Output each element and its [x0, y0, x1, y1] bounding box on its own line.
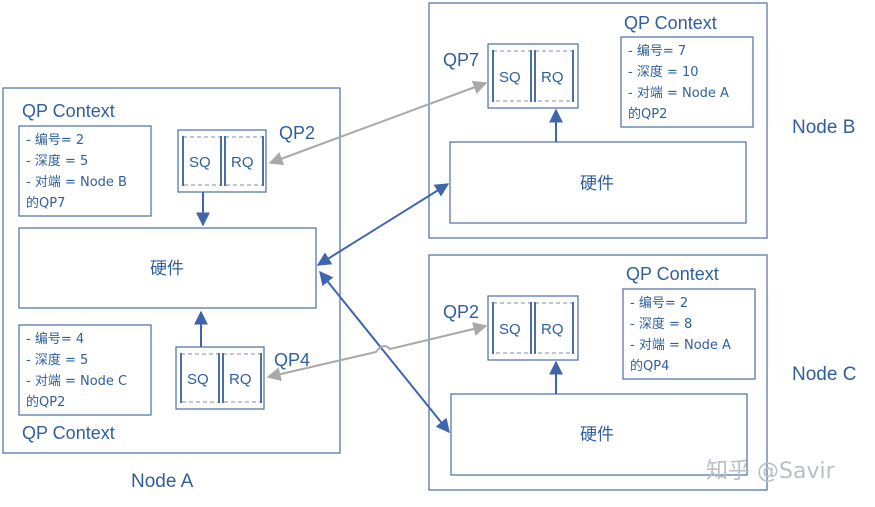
context-line: - 编号= 4 [26, 332, 84, 347]
node-a-label: Node A [131, 471, 194, 492]
context-line: - 深度 = 8 [630, 316, 692, 332]
sq-label: SQ [189, 154, 211, 171]
sq-label: SQ [499, 321, 521, 338]
sq-label: SQ [499, 69, 521, 86]
node-c-qp2-queue-pair: SQ RQ [487, 295, 579, 361]
node-b-hardware-box [449, 141, 747, 224]
node-a-qp2-label: QP2 [279, 123, 315, 143]
context-line: - 深度 = 5 [26, 352, 88, 368]
node-a-qp4-queue-pair: SQ RQ [175, 346, 265, 410]
node-b-qp7-queue-pair: SQ RQ [487, 43, 579, 109]
node-c-context-lines: - 编号= 2 - 深度 = 8 - 对端 = Node A 的QP4 [630, 296, 731, 374]
node-b-context-box [620, 36, 754, 128]
node-b-context-title: QP Context [624, 13, 717, 33]
sq-label: SQ [187, 371, 209, 388]
context-line: 的QP2 [628, 106, 667, 122]
node-c-label: Node C [792, 364, 856, 385]
node-c-hardware-box [450, 393, 748, 476]
node-a-qp4-context-box [18, 324, 152, 416]
node-c-context-box [622, 288, 756, 380]
watermark-text: 知乎 @Savir [706, 459, 836, 484]
node-a-qp2-context-title: QP Context [22, 101, 115, 121]
context-line: 的QP2 [26, 394, 65, 410]
context-line: - 深度 = 10 [628, 64, 699, 80]
rq-label: RQ [229, 371, 252, 388]
node-a-qp4-context-title: QP Context [22, 423, 115, 443]
rq-label: RQ [541, 69, 564, 86]
node-b-qp7-label: QP7 [443, 50, 479, 70]
rq-label: RQ [231, 154, 254, 171]
queue-pair-frame [487, 43, 579, 109]
node-a-qp4-label: QP4 [274, 350, 310, 370]
queue-pair-frame [487, 295, 579, 361]
context-line: - 深度 = 5 [26, 153, 88, 169]
context-line: - 对端 = Node A [630, 338, 731, 353]
node-b-label: Node B [792, 117, 855, 138]
node-a-qp2-queue-pair: SQ RQ [177, 129, 267, 193]
node-c-qp2-label: QP2 [443, 302, 479, 322]
context-line: - 编号= 2 [26, 133, 84, 148]
node-b-hardware-label: 硬件 [580, 174, 614, 194]
rq-label: RQ [541, 321, 564, 338]
qp4-qp2-connection-arrow [266, 322, 488, 381]
node-a-qp4-context-lines: - 编号= 4 - 深度 = 5 - 对端 = Node C 的QP2 [26, 332, 127, 410]
hardware-a-b-link-arrow [316, 183, 450, 266]
context-line: - 对端 = Node C [26, 374, 127, 389]
node-a-qp2-context-box [18, 125, 152, 217]
node-a-hardware-label: 硬件 [150, 259, 184, 279]
node-a-hardware-box [18, 227, 317, 309]
context-line: - 对端 = Node A [628, 86, 729, 101]
node-a-qp2-context-lines: - 编号= 2 - 深度 = 5 - 对端 = Node B 的QP7 [26, 133, 127, 211]
node-c-context-title: QP Context [626, 264, 719, 284]
context-line: - 对端 = Node B [26, 175, 127, 190]
context-line: - 编号= 2 [630, 296, 688, 311]
node-c-hardware-label: 硬件 [580, 425, 614, 445]
context-line: - 编号= 7 [628, 44, 686, 59]
context-line: 的QP4 [630, 358, 669, 374]
context-line: 的QP7 [26, 195, 65, 211]
node-b-context-lines: - 编号= 7 - 深度 = 10 - 对端 = Node A 的QP2 [628, 44, 729, 122]
qp2-qp7-connection-arrow [268, 80, 488, 166]
